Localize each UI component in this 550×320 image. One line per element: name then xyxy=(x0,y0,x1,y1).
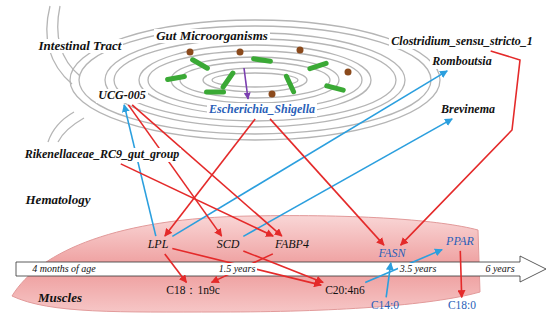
bacterium-rod xyxy=(283,73,297,95)
node-text: UCG-005 xyxy=(98,89,145,103)
fatty-acid-name: C18：1n9c xyxy=(164,284,222,297)
bacterium-rod xyxy=(307,60,329,72)
connector-arrow xyxy=(132,105,282,236)
gene-name: PPAR xyxy=(444,235,476,249)
node-text: Rikenellaceae_RC9_gut_group xyxy=(25,148,180,162)
bacterium-rod xyxy=(165,74,188,83)
intestine-coil xyxy=(171,57,339,103)
connector-arrow xyxy=(124,105,156,236)
muscle-shape xyxy=(12,216,480,312)
microbe-name: UCG-005 xyxy=(96,89,147,103)
bacterium-dot xyxy=(345,69,352,76)
microbe-name: Clostridium_sensu_stricto_1 xyxy=(389,35,534,49)
timeline-arrow xyxy=(16,256,546,282)
node-text: PPAR xyxy=(446,235,474,249)
bacterium-rod xyxy=(220,70,237,91)
gene-name: LPL xyxy=(146,238,171,252)
timeline-label: 1.5 years xyxy=(217,263,258,275)
timeline-label: 3.5 years xyxy=(398,263,439,275)
intestine-coil xyxy=(70,20,440,140)
intestine-coil xyxy=(105,33,405,127)
timeline-label: 4 months of age xyxy=(30,263,98,275)
connector-arrow xyxy=(165,254,187,282)
connector-arrow xyxy=(460,251,461,297)
pointer-arrow xyxy=(244,68,248,99)
intestine-coil xyxy=(114,39,396,121)
node-text: SCD xyxy=(217,238,240,252)
microbe-name: Brevinema xyxy=(439,103,497,117)
bacterium-rod xyxy=(189,56,211,71)
connector-arrow xyxy=(401,51,520,245)
intestine-tube xyxy=(58,118,84,142)
connector-arrow xyxy=(165,119,255,236)
timeline-label: 6 years xyxy=(483,263,516,275)
gene-name: FASN xyxy=(376,247,407,261)
region-title: Hematology xyxy=(24,193,93,208)
connector-arrow xyxy=(172,71,447,236)
bacterium-rod xyxy=(251,56,273,64)
connector-arrow xyxy=(212,254,273,282)
intestine-coil xyxy=(148,51,362,109)
fatty-acid-name: C20:4n6 xyxy=(323,284,367,297)
connector-arrow xyxy=(121,164,273,236)
connector-arrow xyxy=(270,119,384,245)
bacterium-rod xyxy=(324,83,347,94)
intestine-drawing xyxy=(47,6,440,142)
region-title: Intestinal Tract xyxy=(37,39,124,54)
gene-name: FABP4 xyxy=(273,238,311,252)
bacterium-dot xyxy=(237,49,244,56)
microbe-name: Escherichia_Shigella xyxy=(207,103,317,117)
node-text: FABP4 xyxy=(275,238,309,252)
node-text: Escherichia_Shigella xyxy=(209,103,315,117)
node-text: C18:0 xyxy=(448,299,476,312)
node-text: Clostridium_sensu_stricto_1 xyxy=(391,35,532,49)
bacterium-dot xyxy=(187,49,194,56)
node-text: LPL xyxy=(148,238,169,252)
bacterium-rod xyxy=(204,90,226,95)
fatty-acid-name: C14:0 xyxy=(369,299,401,312)
node-text: FASN xyxy=(378,247,405,261)
microbe-name: Rikenellaceae_RC9_gut_group xyxy=(23,148,182,162)
node-text: C18：1n9c xyxy=(166,284,220,297)
node-text: C14:0 xyxy=(371,299,399,312)
connector-arrow xyxy=(243,119,452,236)
gene-name: SCD xyxy=(215,238,242,252)
node-text: Romboutsia xyxy=(432,55,491,69)
fatty-acid-name: C18:0 xyxy=(446,299,478,312)
region-title: Gut Microorganisms xyxy=(154,29,270,44)
bacterium-dot xyxy=(269,91,276,98)
connector-arrow xyxy=(172,249,321,286)
connector-arrow xyxy=(386,263,391,298)
bacteria-cluster xyxy=(165,47,352,100)
intestine-coil xyxy=(79,26,431,134)
microbe-name: Romboutsia xyxy=(430,55,493,69)
node-text: C20:4n6 xyxy=(325,284,365,297)
bacterium-dot xyxy=(297,47,304,54)
node-text: Brevinema xyxy=(441,103,495,117)
region-title: Muscles xyxy=(36,291,84,306)
